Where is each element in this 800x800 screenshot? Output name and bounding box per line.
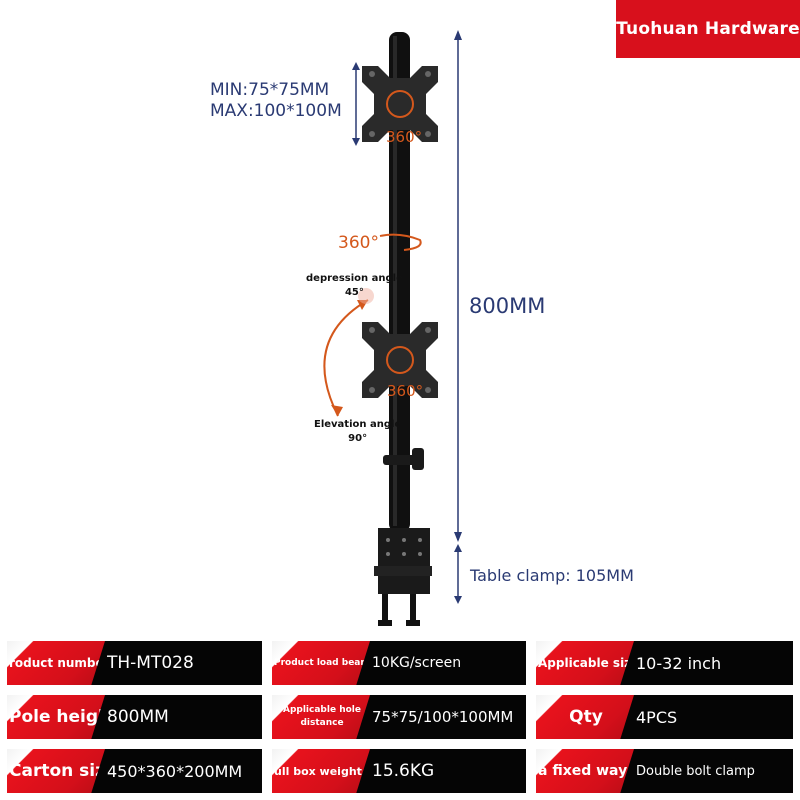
spec-label: Pole height (7, 695, 105, 739)
elevation-value: 90° (348, 433, 368, 444)
spec-value: 10KG/screen (372, 655, 462, 671)
tilt-arc-icon (323, 299, 369, 417)
spec-cell: roduct number TH-MT028 (7, 641, 262, 685)
spec-value: 10-32 inch (636, 653, 722, 673)
height-dimension-line (454, 30, 462, 542)
depression-angle-label: depression angle 45° (306, 272, 403, 300)
spec-label: roduct number (7, 641, 105, 685)
spec-cell: Applicable size 10-32 inch (536, 641, 793, 685)
vesa-max: MAX:100*100M (210, 101, 342, 121)
spec-label: Carton size (7, 749, 105, 793)
pole-height-label: 800MM (469, 294, 546, 318)
spec-cell: Product load bearing 10KG/screen (272, 641, 526, 685)
rotation-top-label: 360° (386, 128, 423, 146)
vesa-plate-top (362, 66, 438, 142)
spec-value: 15.6KG (372, 761, 435, 781)
spec-cell: a fixed way Double bolt clamp (536, 749, 793, 793)
pole-collar (383, 455, 419, 465)
spec-label: ull box weight (272, 749, 370, 793)
table-clamp-label: Table clamp: 105MM (470, 566, 634, 585)
spec-value: Double bolt clamp (636, 763, 755, 779)
elevation-angle-label: Elevation angle 90° (314, 418, 401, 446)
desk-clamp (374, 528, 432, 626)
spec-label: a fixed way (536, 749, 634, 793)
spec-label: Product load bearing (272, 641, 370, 685)
spec-cell: Pole height 800MM (7, 695, 262, 739)
brand-banner: Tuohuan Hardware (616, 0, 800, 58)
vesa-min: MIN:75*75MM (210, 80, 330, 100)
spec-label: Applicable hole distance (272, 695, 370, 739)
spec-cell: Carton size 450*360*200MM (7, 749, 262, 793)
rotation-middle-label: 360° (338, 233, 379, 253)
spec-cell: Qty 4PCS (536, 695, 793, 739)
clamp-dimension-line (454, 544, 462, 604)
spec-value: 75*75/100*100MM (372, 708, 514, 726)
spec-table: roduct number TH-MT028 Product load bear… (7, 641, 793, 796)
spec-value: 800MM (107, 707, 169, 727)
spec-label: Applicable size (536, 641, 634, 685)
spec-value: TH-MT028 (107, 653, 194, 673)
depression-text: depression angle (306, 273, 403, 284)
depression-value: 45° (344, 287, 364, 298)
elevation-text: Elevation angle (314, 419, 402, 430)
spec-value: 4PCS (636, 707, 678, 727)
monitor-stand-illustration (323, 30, 462, 626)
spec-value: 450*360*200MM (107, 761, 243, 781)
spec-cell: Applicable hole distance 75*75/100*100MM (272, 695, 526, 739)
rotation-arrow-icon (379, 233, 422, 251)
spec-label: Qty (536, 695, 634, 739)
rotation-bottom-label: 360° (387, 382, 424, 400)
spec-cell: ull box weight 15.6KG (272, 749, 526, 793)
vesa-range-label: MIN:75*75MM MAX:100*100M (210, 80, 342, 122)
vesa-plate-bottom (362, 322, 438, 398)
